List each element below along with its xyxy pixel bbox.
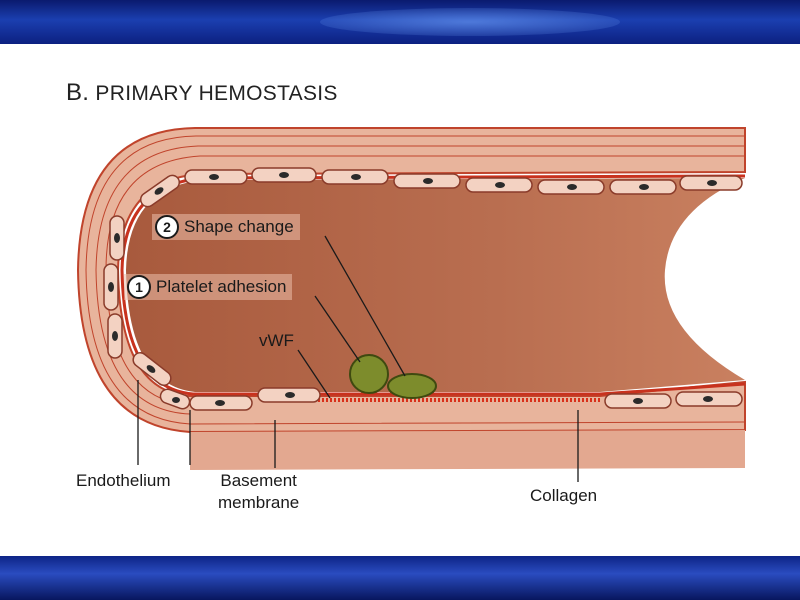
vwf-label: vWF	[259, 331, 294, 350]
title-prefix: B.	[66, 79, 90, 106]
step-label: Platelet adhesion	[156, 277, 287, 296]
step-number: 1	[127, 275, 151, 299]
leader-lines	[137, 235, 579, 482]
basement-membrane-label: Basement membrane	[218, 471, 300, 512]
banner-glow	[320, 8, 620, 36]
top-banner	[0, 0, 800, 44]
bottom-banner	[0, 556, 800, 600]
step-label: Shape change	[184, 217, 294, 236]
title-text: PRIMARY HEMOSTASIS	[95, 82, 338, 105]
diagram-title: B. PRIMARY HEMOSTASIS	[66, 79, 338, 107]
nuclei-bottom	[215, 392, 713, 406]
platelet-round	[349, 354, 389, 394]
nuclei-top	[209, 172, 717, 190]
endothelium-label: Endothelium	[76, 471, 171, 490]
step-number: 2	[155, 215, 179, 239]
step-shape-change: 2 Shape change	[152, 214, 300, 240]
step-platelet-adhesion: 1 Platelet adhesion	[124, 274, 293, 300]
collagen-label: Collagen	[530, 486, 598, 505]
platelet-flattened	[387, 373, 437, 399]
lower-tissue	[190, 430, 745, 470]
nuclei-left	[108, 187, 180, 403]
